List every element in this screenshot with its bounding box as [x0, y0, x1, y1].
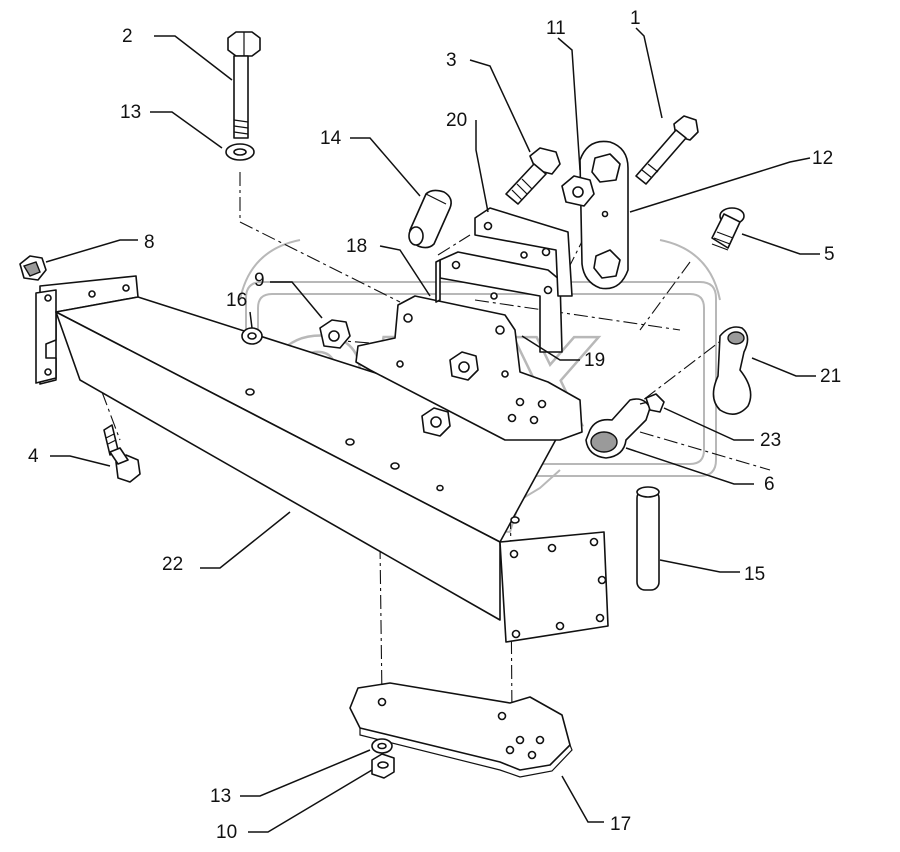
- callout-8: 8: [144, 232, 155, 253]
- washer-13-lower: [371, 738, 393, 754]
- callout-15: 15: [744, 564, 765, 585]
- grease-fitting-23: [639, 393, 665, 413]
- callout-12: 12: [812, 148, 833, 169]
- nut-11: [561, 175, 595, 207]
- callout-21: 21: [820, 366, 841, 387]
- bolt-4: [103, 424, 141, 483]
- callout-13-upper: 13: [120, 102, 141, 123]
- bracket-20: [474, 207, 573, 297]
- callout-1: 1: [630, 8, 641, 29]
- callout-9: 9: [254, 270, 265, 291]
- pin-5: [711, 207, 745, 251]
- handle-21: [712, 326, 752, 415]
- bolt-3: [505, 147, 561, 205]
- nut-8: [19, 255, 47, 281]
- callout-20: 20: [446, 110, 467, 131]
- part-6: [585, 398, 651, 459]
- callout-13-lower: 13: [210, 786, 231, 807]
- bolt-2: [227, 31, 261, 139]
- callout-10: 10: [216, 822, 237, 843]
- hex-link-12: [579, 140, 629, 290]
- callout-5: 5: [824, 244, 835, 265]
- callout-16: 16: [226, 290, 247, 311]
- callout-17: 17: [610, 814, 631, 835]
- main-beam: [35, 275, 609, 643]
- callout-18: 18: [346, 236, 367, 257]
- leader-lines: [45, 27, 820, 833]
- washer-16: [241, 327, 263, 345]
- callout-19: 19: [584, 350, 605, 371]
- lower-plate: [349, 682, 573, 778]
- callout-labels: 2 13 3 11 1 12 14 20 8 5 18 9 16 19 21 2…: [28, 8, 841, 843]
- callout-3: 3: [446, 50, 457, 71]
- callout-22: 22: [162, 554, 183, 575]
- callout-6: 6: [764, 474, 775, 495]
- callout-11: 11: [546, 18, 566, 39]
- callout-23: 23: [760, 430, 781, 451]
- washer-13-upper: [225, 143, 255, 161]
- nut-plate-b: [421, 407, 451, 437]
- callout-14: 14: [320, 128, 342, 149]
- pin-15: [636, 486, 660, 591]
- pin-14: [408, 189, 452, 249]
- callout-2: 2: [122, 26, 133, 47]
- callout-4: 4: [28, 446, 39, 467]
- bolt-1: [635, 115, 699, 185]
- nut-plate-a: [449, 351, 479, 381]
- nut-9: [319, 319, 351, 349]
- nut-10: [371, 753, 395, 779]
- bracket-19: [435, 251, 563, 353]
